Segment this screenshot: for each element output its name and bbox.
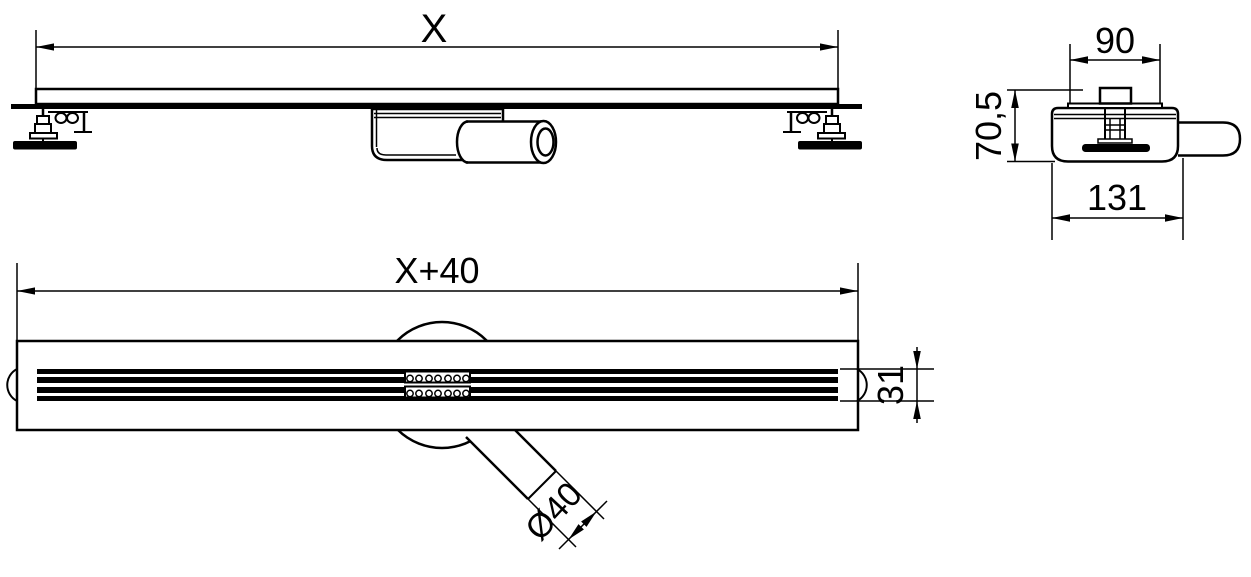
dimension-total-length: X+40 bbox=[16, 250, 859, 341]
dimension-x: X bbox=[35, 7, 839, 89]
perforation-strip-lower bbox=[404, 385, 471, 399]
channel-body bbox=[11, 87, 862, 109]
foot-pad bbox=[13, 141, 77, 150]
outlet-pipe bbox=[455, 119, 558, 165]
dimension-slot-width-label: 31 bbox=[870, 365, 911, 405]
perforation-strip-upper bbox=[404, 370, 471, 384]
drain-fitting bbox=[1082, 108, 1150, 152]
mounting-foot-left bbox=[13, 109, 92, 150]
flange-bar bbox=[11, 104, 862, 109]
drain-slot bbox=[6, 368, 868, 402]
foot-pad bbox=[798, 141, 862, 150]
dimension-height: 70,5 bbox=[968, 89, 1083, 163]
gasket-bar bbox=[1082, 144, 1150, 152]
slot-end-arc-right bbox=[856, 368, 868, 402]
wing-nut-icon bbox=[54, 112, 68, 124]
wing-nut-icon bbox=[807, 112, 821, 124]
dimension-slot-width: 31 bbox=[840, 347, 934, 423]
pipe-rim-arc bbox=[455, 120, 469, 164]
trap-body-end bbox=[1050, 106, 1180, 163]
top-view: X+40 bbox=[6, 250, 934, 550]
dimension-top-width-label: 90 bbox=[1095, 20, 1135, 61]
dimension-x-label: X bbox=[421, 7, 448, 51]
grate-stub-end bbox=[1098, 86, 1133, 105]
pipe-bore bbox=[536, 127, 555, 157]
mounting-foot-right bbox=[783, 109, 862, 150]
dimension-top-width: 90 bbox=[1069, 20, 1161, 103]
trap-outlet-pipe-end bbox=[1178, 121, 1242, 157]
end-view: 90 70,5 bbox=[968, 20, 1242, 240]
dimension-body-width-label: 131 bbox=[1087, 177, 1147, 218]
front-view: X bbox=[11, 7, 862, 165]
slot-end-arc-left bbox=[6, 368, 18, 402]
dimension-body-width: 131 bbox=[1051, 158, 1184, 240]
dimension-height-label: 70,5 bbox=[968, 91, 1009, 161]
dimension-total-length-label: X+40 bbox=[394, 250, 479, 291]
